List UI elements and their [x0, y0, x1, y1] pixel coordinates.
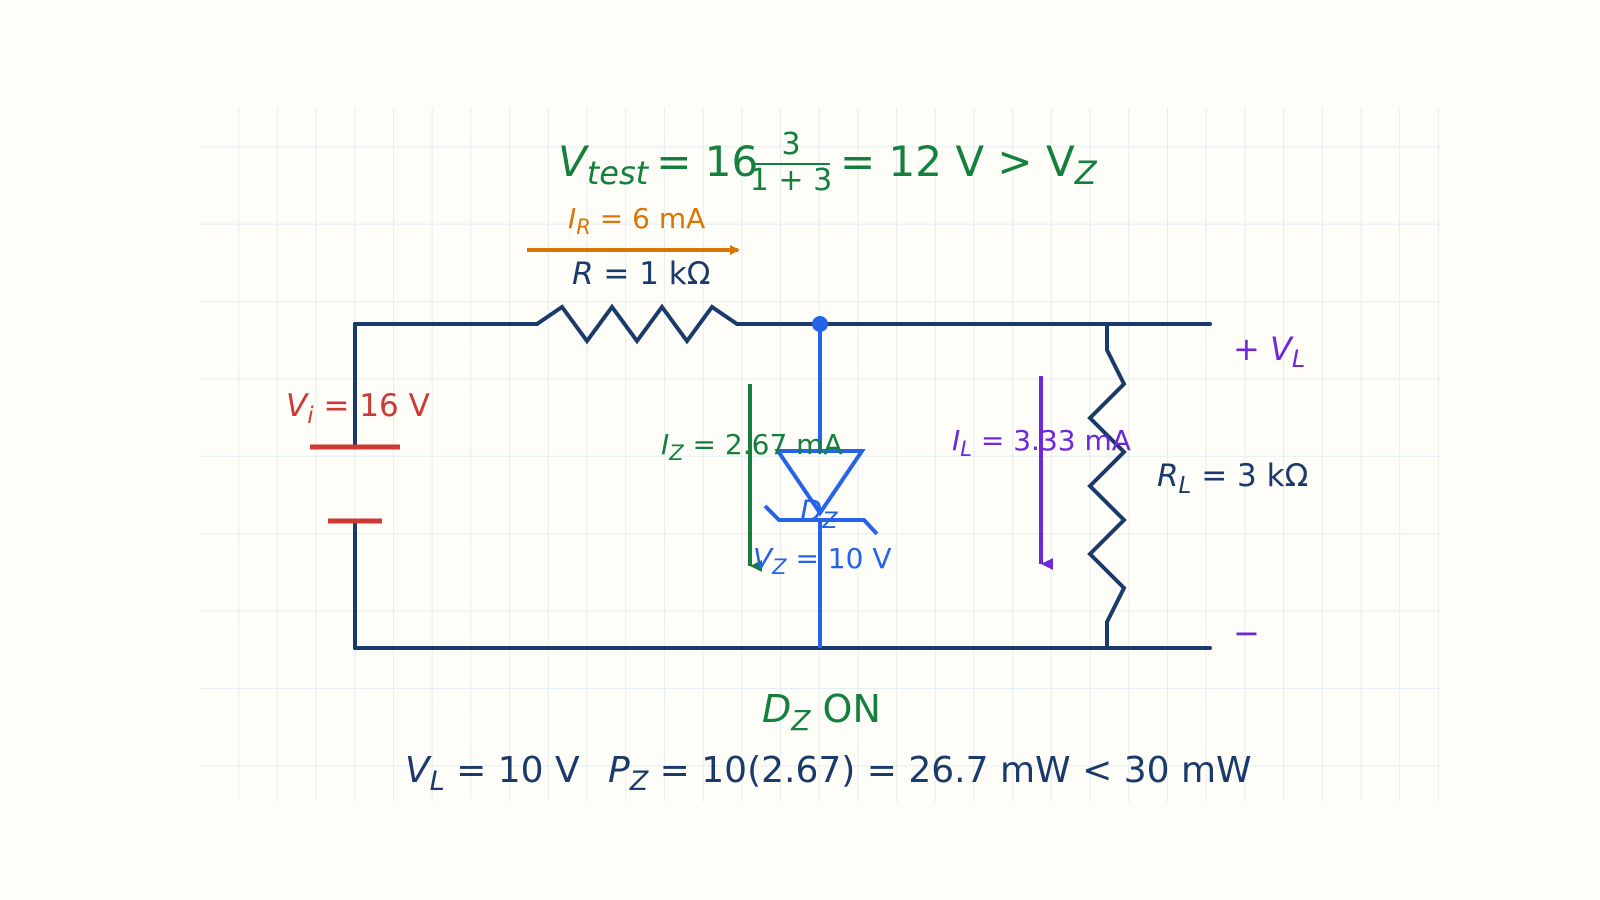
title-rest: = 12 V > V: [840, 137, 1075, 186]
background-grid: [200, 108, 1440, 802]
resistor-r: [535, 303, 739, 345]
title-lhs-symbol: V: [558, 137, 590, 186]
title-equation: Vtest= 16 3 1 + 3 = 12 V > VZ: [558, 127, 1098, 198]
label-output-minus: −: [1233, 614, 1260, 652]
battery-symbol: [310, 444, 400, 524]
junction-node: [812, 316, 828, 332]
title-fraction-denominator: 1 + 3: [750, 163, 832, 198]
label-result-pz: PZ = 10(2.67) = 26.7 mW < 30 mW: [608, 750, 1252, 797]
zener-diode: [763, 324, 879, 648]
title-rest-subscript: Z: [1074, 154, 1098, 192]
label-current-r: IR = 6 mA: [568, 202, 705, 239]
label-load-resistor: RL = 3 kΩ: [1157, 458, 1308, 499]
label-zener-state: DZ ON: [762, 687, 881, 737]
label-result-vl: VL = 10 V: [405, 750, 580, 797]
label-output-plus: + VL: [1233, 330, 1305, 373]
svg-text:Vtest= 16: Vtest= 16: [558, 137, 758, 192]
svg-text:= 12 V > VZ: = 12 V > VZ: [840, 137, 1098, 192]
label-resistor-r: R = 1 kΩ: [572, 256, 710, 292]
label-zener-name: DZ: [800, 494, 838, 534]
title-lhs-subscript: test: [587, 154, 650, 192]
label-source-voltage: Vi = 16 V: [286, 388, 430, 429]
resistor-rl: [1087, 348, 1127, 624]
title-fraction-numerator: 3: [781, 127, 800, 162]
zener-triangle: [774, 449, 866, 517]
title-eq1: = 16: [656, 137, 758, 186]
circuit-wires: [353, 303, 1212, 650]
label-current-l: IL = 3.33 mA: [952, 424, 1131, 461]
label-current-z: IZ = 2.67 mA: [661, 428, 843, 465]
label-zener-voltage: VZ = 10 V: [753, 542, 892, 579]
